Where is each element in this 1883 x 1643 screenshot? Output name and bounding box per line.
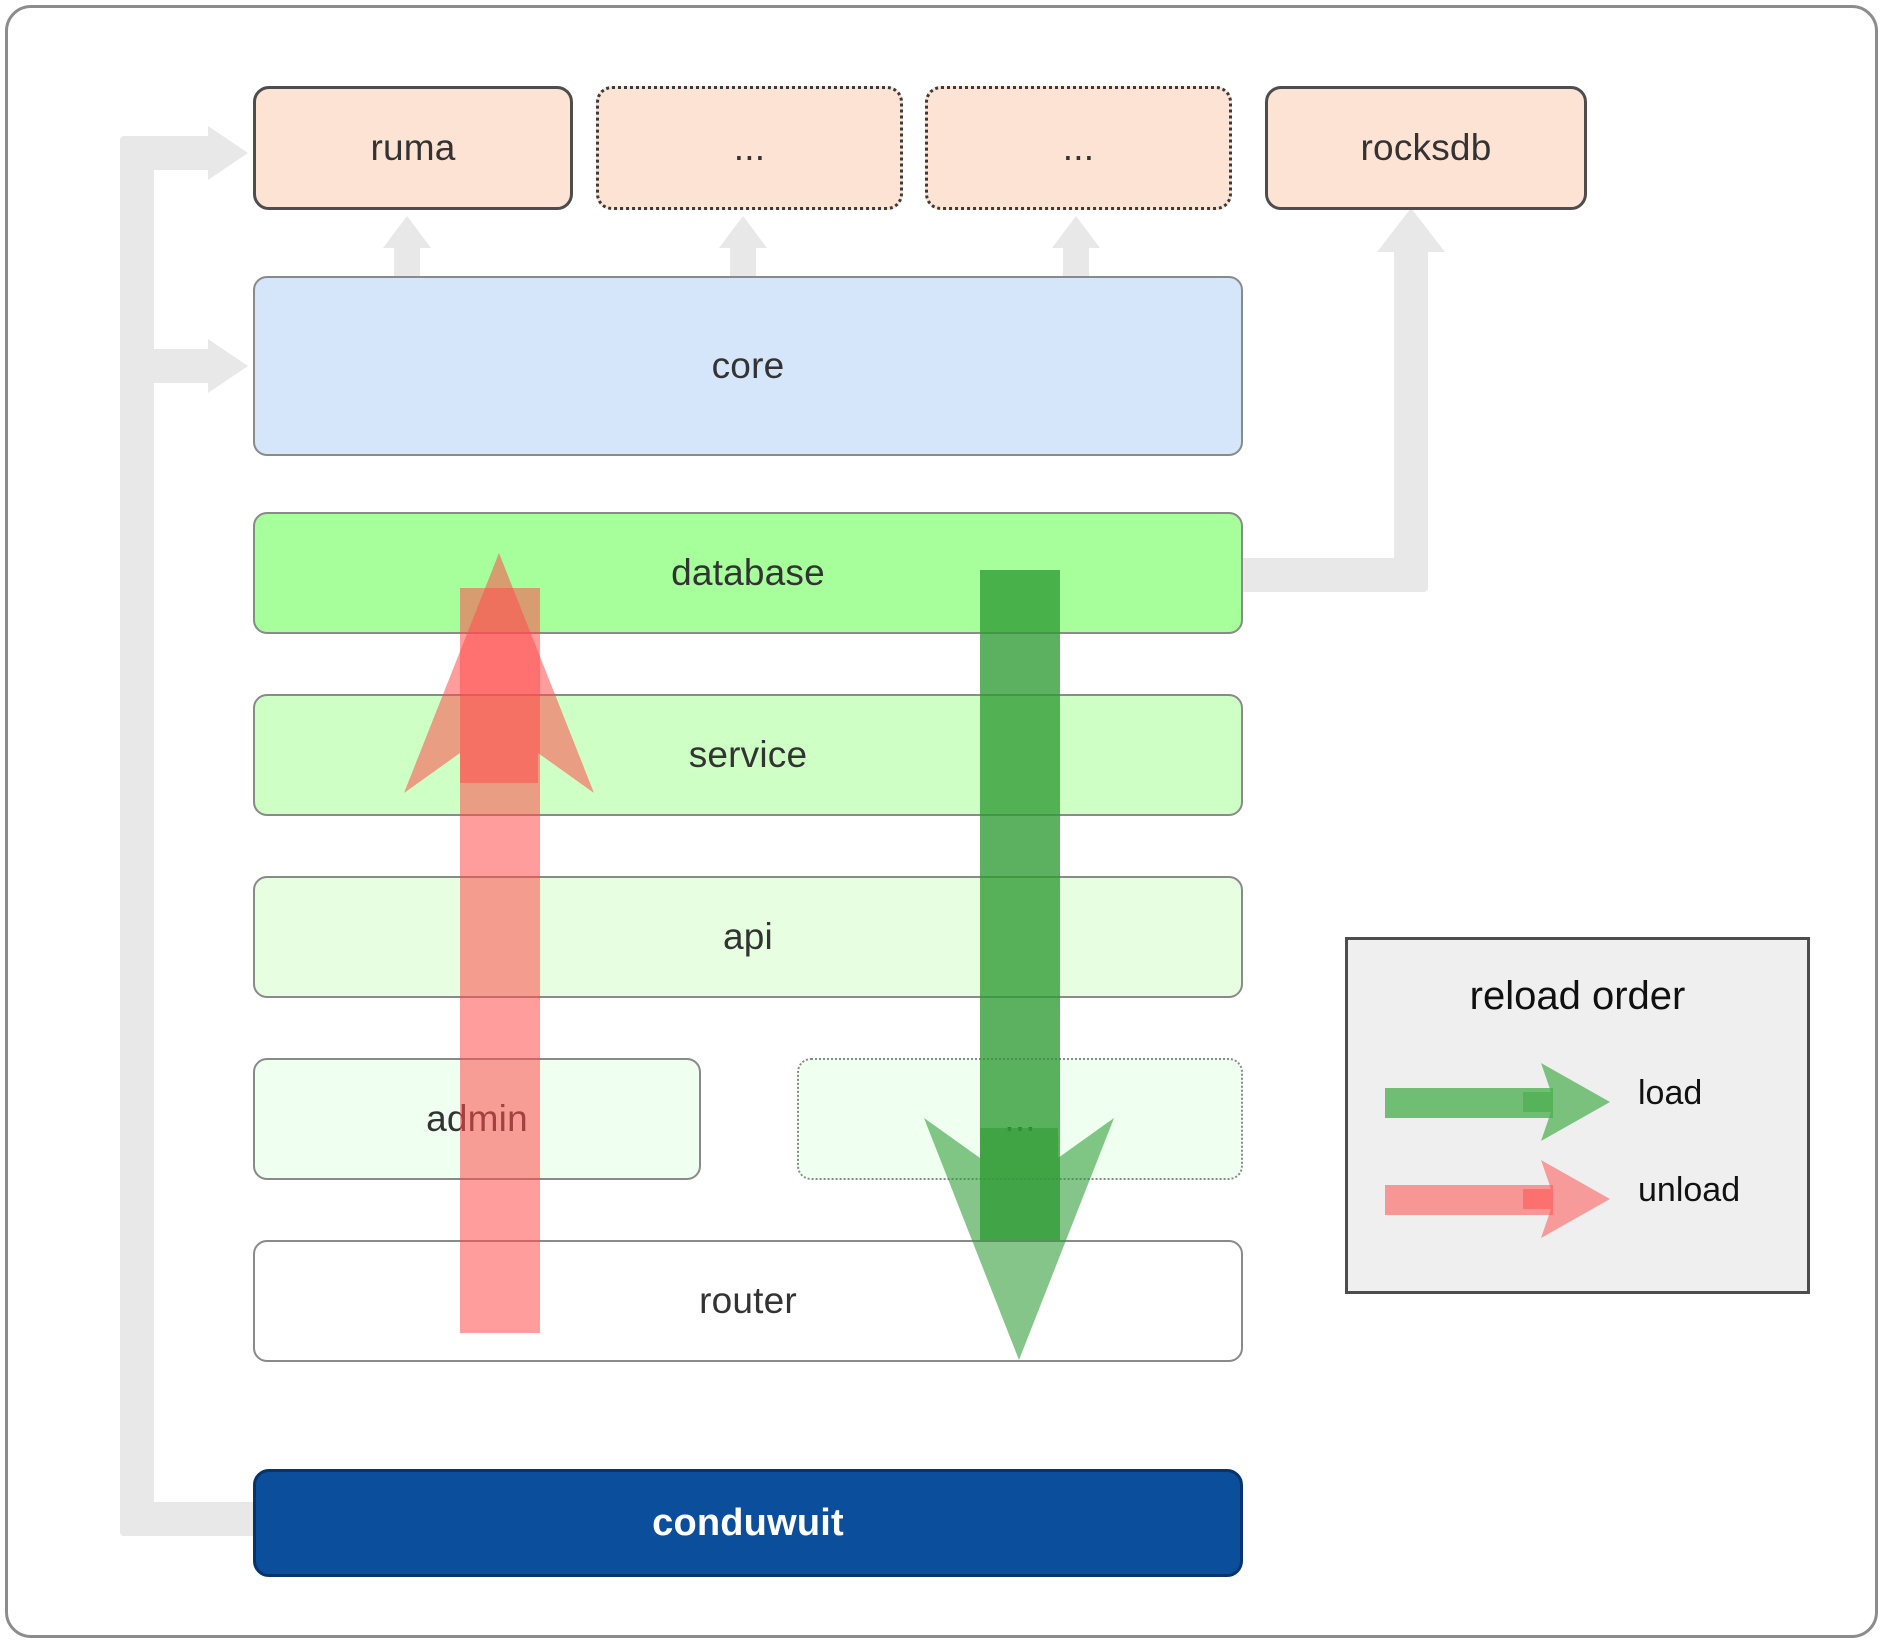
dependency-placeholder-2-label: ... xyxy=(1062,127,1095,168)
connector-left-branch-ruma xyxy=(148,136,218,170)
dependency-rocksdb[interactable]: rocksdb xyxy=(1265,86,1587,210)
layer-database[interactable]: database xyxy=(253,512,1243,634)
connector-arrow-core-dots2 xyxy=(1052,216,1100,248)
connector-db-to-rocksdb-vertical xyxy=(1394,246,1428,576)
layer-core[interactable]: core xyxy=(253,276,1243,456)
dependency-placeholder-1-label: ... xyxy=(733,127,766,168)
dependency-placeholder-2[interactable]: ... xyxy=(925,86,1232,210)
connector-arrow-core-dots1 xyxy=(719,216,767,248)
dependency-placeholder-1[interactable]: ... xyxy=(596,86,903,210)
flow-arrow-unload xyxy=(404,553,594,1333)
legend-arrow-unload xyxy=(1385,1160,1610,1238)
connector-arrow-ruma xyxy=(208,126,248,180)
binary-conduwuit[interactable]: conduwuit xyxy=(253,1469,1243,1577)
legend-box: reload order load unload xyxy=(1345,937,1810,1294)
layer-api[interactable]: api xyxy=(253,876,1243,998)
connector-left-to-binary xyxy=(120,1502,260,1536)
legend-title: reload order xyxy=(1469,974,1686,1018)
legend-label-load: load xyxy=(1638,1074,1703,1112)
legend-arrow-load xyxy=(1385,1063,1610,1141)
layer-service[interactable]: service xyxy=(253,694,1243,816)
diagram-frame: ruma ... ... rocksdb core database servi… xyxy=(5,5,1878,1638)
connector-arrow-core xyxy=(208,339,248,393)
connector-left-trunk xyxy=(120,136,154,1536)
connector-arrow-core-ruma xyxy=(383,216,431,248)
legend-label-unload: unload xyxy=(1638,1171,1741,1209)
connector-left-branch-core xyxy=(148,349,218,383)
connector-arrow-rocksdb xyxy=(1377,208,1445,252)
flow-arrow-load xyxy=(924,570,1114,1360)
dependency-ruma[interactable]: ruma xyxy=(253,86,573,210)
layer-router[interactable]: router xyxy=(253,1240,1243,1362)
